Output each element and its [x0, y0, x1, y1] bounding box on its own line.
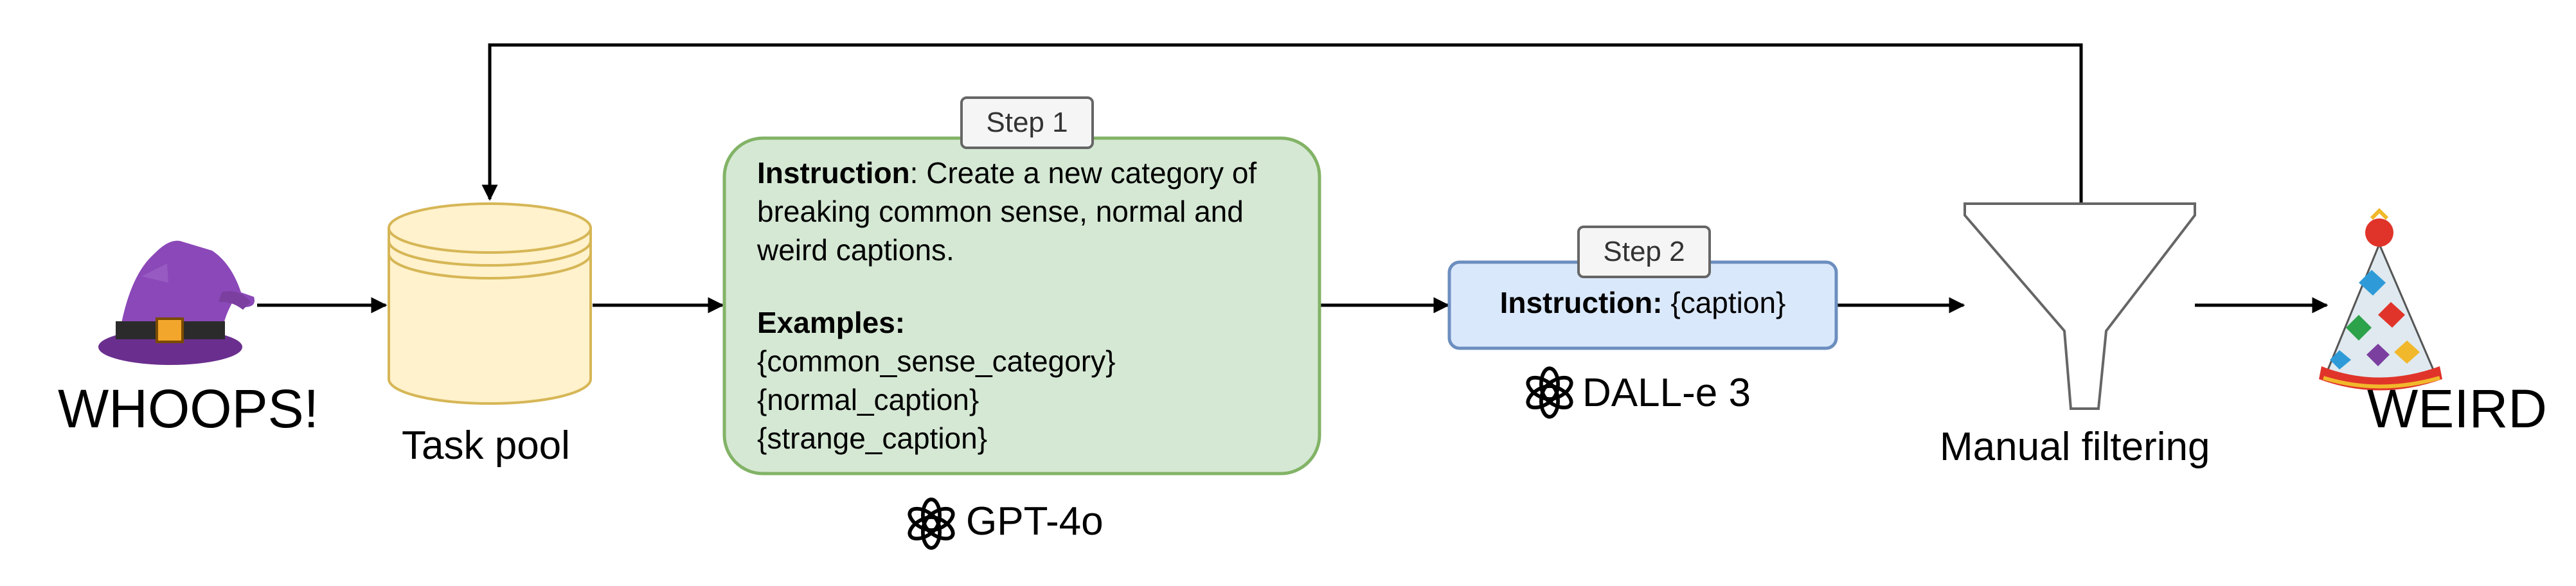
step1-tag: Step 1: [960, 96, 1094, 149]
manual-filtering-label: Manual filtering: [1940, 425, 2210, 469]
openai-logo-icon: [906, 499, 956, 547]
step1-example-item: {strange_caption}: [757, 421, 988, 455]
witch-hat-icon: [98, 240, 255, 365]
step1-content: Instruction: Create a new category of br…: [757, 154, 1303, 458]
funnel-icon: [1963, 202, 2196, 410]
dalle3-label: DALL-e 3: [1582, 371, 1751, 415]
openai-logo-icon: [1525, 368, 1575, 416]
step1-instruction-heading: Instruction: [757, 156, 910, 190]
party-hat-icon: [2319, 208, 2442, 391]
step2-instruction-heading: Instruction:: [1499, 286, 1663, 319]
step1-example-item: {normal_caption}: [757, 382, 979, 416]
step1-examples-heading: Examples:: [757, 306, 906, 340]
step2-instruction-text: {caption}: [1662, 286, 1786, 319]
step1-example-item: {common_sense_category}: [757, 344, 1116, 378]
step1-instruction-text: : Create a new category of breaking comm…: [757, 156, 1257, 267]
weird-label: WEIRD: [2367, 378, 2547, 439]
step2-tag: Step 2: [1577, 226, 1711, 278]
whoops-label: WHOOPS!: [58, 378, 319, 439]
task-pool-label: Task pool: [402, 423, 570, 468]
step1-instruction: Instruction: Create a new category of br…: [757, 154, 1303, 269]
step2-content: Instruction: {caption}: [1449, 284, 1836, 323]
gpt4o-label: GPT-4o: [966, 499, 1104, 544]
connectors: [257, 43, 2329, 314]
feedback-loop-arrow: [481, 43, 2083, 202]
database-icon: [388, 202, 592, 405]
